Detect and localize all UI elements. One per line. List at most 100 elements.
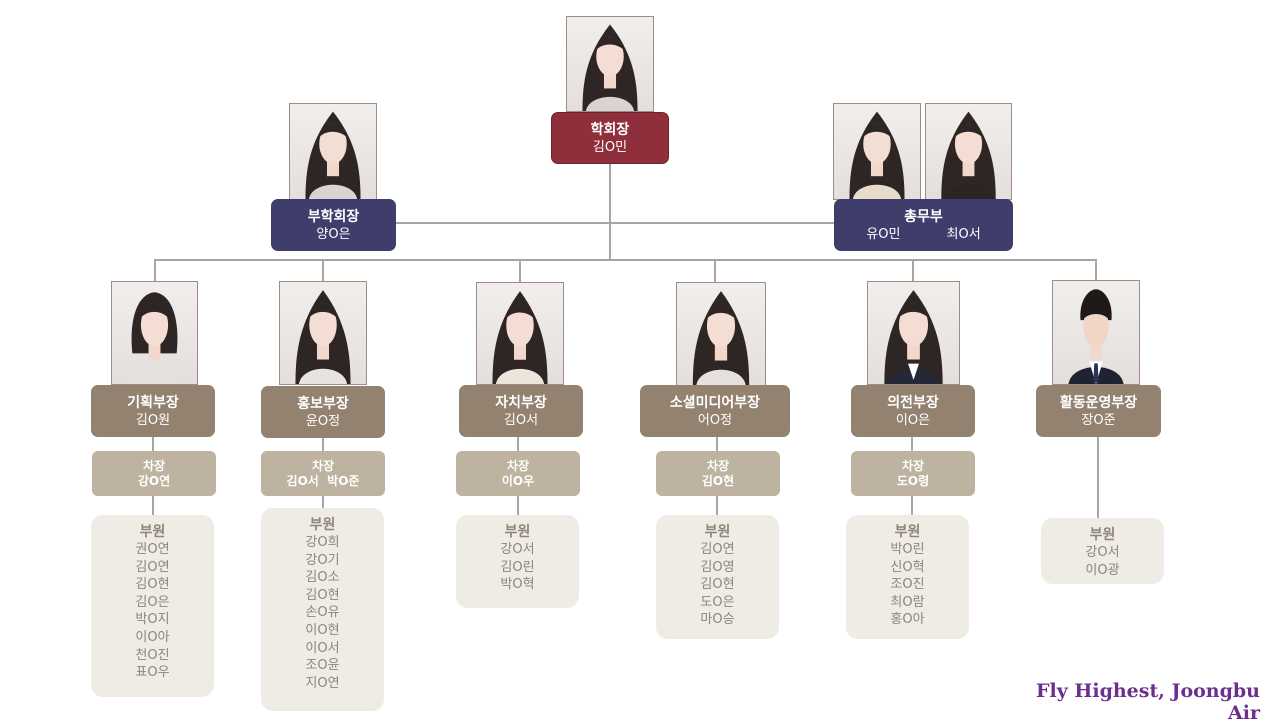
- connector-col6-members: [1097, 437, 1099, 518]
- dept-head-name: 이O은: [895, 412, 931, 428]
- members-box-5: 부원 박O린 신O혁 조O진 최O람 홍O아: [846, 515, 969, 639]
- member-name: 신O혁: [890, 559, 925, 575]
- vice-head-box-1: 차장 강O연: [92, 451, 216, 496]
- connector-col1-vice: [152, 436, 154, 452]
- person-portrait-icon: [941, 111, 996, 199]
- member-name: 이O아: [135, 629, 170, 645]
- connector-col2-vice: [322, 437, 324, 452]
- members-title: 부원: [704, 524, 731, 540]
- vice-head-title: 차장: [311, 458, 335, 473]
- connector-dept-1: [154, 259, 156, 281]
- member-name: 도O은: [700, 594, 735, 610]
- members-box-1: 부원 권O연 김O연 김O현 김O은 박O지 이O아 천O진 표O우: [91, 515, 214, 697]
- vice-head-title: 차장: [142, 458, 166, 473]
- member-name: 김O영: [700, 559, 735, 575]
- portrait-photo-dept-5: [867, 281, 960, 385]
- vice-head-name: 강O연: [137, 473, 171, 488]
- member-name: 손O유: [305, 605, 340, 621]
- vice-head-name: 김O현: [701, 473, 735, 488]
- connector-president-down: [609, 163, 611, 260]
- connector-col4-vice: [716, 436, 718, 451]
- person-portrait-icon: [582, 24, 638, 111]
- dept-head-box-2: 홍보부장 윤O정: [261, 386, 385, 438]
- member-name: 김O연: [700, 542, 735, 557]
- members-box-4: 부원 김O연 김O영 김O현 도O은 마O승: [656, 515, 779, 639]
- connector-dept-4: [714, 259, 716, 282]
- member-name: 지O연: [305, 675, 340, 691]
- president-name: 김O민: [592, 139, 628, 155]
- member-name: 김O린: [500, 559, 535, 575]
- member-name: 천O진: [135, 647, 170, 663]
- vice-president-name: 양O은: [316, 226, 351, 242]
- dept-title: 홍보부장: [297, 395, 349, 412]
- member-name: 김O현: [305, 587, 340, 603]
- connector-dept-3: [519, 259, 521, 282]
- vice-president-title: 부학회장: [307, 208, 360, 225]
- member-name: 강O기: [305, 552, 340, 568]
- dept-head-box-4: 소셜미디어부장 어O정: [640, 385, 790, 437]
- dept-title: 활동운영부장: [1059, 394, 1138, 411]
- member-name: 김O은: [135, 594, 170, 610]
- vice-head-name: 김O서 박O준: [286, 473, 360, 488]
- member-name: 조O진: [890, 577, 925, 593]
- connector-col5-vice: [911, 436, 913, 451]
- member-name: 이O서: [305, 640, 340, 656]
- vice-head-title: 차장: [506, 458, 530, 473]
- person-portrait-icon: [295, 290, 351, 384]
- member-name: 권O연: [135, 542, 170, 557]
- member-name: 강O서: [1085, 545, 1120, 560]
- connector-col5-members: [911, 495, 913, 515]
- vice-head-title: 차장: [901, 458, 925, 473]
- members-title: 부원: [309, 517, 336, 533]
- member-name: 이O광: [1085, 562, 1120, 578]
- person-portrait-icon: [1068, 289, 1124, 384]
- member-name: 박O지: [135, 612, 170, 628]
- portrait-photo-dept-4: [676, 282, 766, 386]
- members-title: 부원: [894, 524, 921, 540]
- person-portrait-icon: [849, 111, 905, 199]
- connector-col3-vice: [517, 436, 519, 451]
- dept-head-box-3: 자치부장 김O서: [459, 385, 583, 437]
- member-name: 박O혁: [500, 577, 535, 593]
- person-portrait-icon: [130, 292, 179, 384]
- president-title: 학회장: [590, 121, 630, 138]
- portrait-photo-vice-president: [289, 103, 377, 200]
- member-name: 최O람: [890, 594, 925, 610]
- person-portrait-icon: [305, 111, 361, 199]
- portrait-photo-dept-2: [279, 281, 367, 385]
- member-name: 김O현: [700, 577, 735, 593]
- member-name: 박O린: [890, 542, 925, 557]
- members-box-6: 부원 강O서 이O광: [1041, 518, 1164, 584]
- slogan-text: Fly Highest, Joongbu Air: [1036, 680, 1260, 724]
- vice-head-name: 도O령: [896, 473, 930, 488]
- dept-title: 소셜미디어부장: [669, 394, 761, 411]
- portrait-photo-dept-3: [476, 282, 564, 385]
- connector-dept-2: [322, 259, 324, 281]
- member-name: 마O승: [700, 612, 735, 628]
- dept-head-name: 김O원: [135, 412, 171, 428]
- person-portrait-icon: [692, 291, 750, 385]
- portrait-photo-dept-1: [111, 281, 198, 385]
- member-name: 김O소: [305, 570, 340, 586]
- connector-dept-5: [912, 259, 914, 281]
- vice-head-box-2: 차장 김O서 박O준: [261, 451, 385, 496]
- dept-title: 자치부장: [495, 394, 547, 411]
- members-title: 부원: [1089, 527, 1116, 543]
- member-name: 김O연: [135, 559, 170, 575]
- member-name: 홍O아: [890, 612, 925, 628]
- vice-head-box-3: 차장 이O우: [456, 451, 580, 496]
- portrait-photo-general-affairs-1: [833, 103, 921, 200]
- dept-head-name: 장O준: [1081, 412, 1116, 428]
- connector-officers: [395, 222, 835, 224]
- member-name: 강O희: [305, 535, 340, 550]
- portrait-photo-president: [566, 16, 654, 112]
- president-box: 학회장 김O민: [551, 112, 669, 164]
- dept-head-name: 윤O정: [305, 413, 341, 429]
- dept-head-box-6: 활동운영부장 장O준: [1036, 385, 1161, 437]
- person-portrait-icon: [492, 291, 548, 384]
- member-name: 표O우: [135, 665, 170, 681]
- portrait-photo-dept-6: [1052, 280, 1140, 385]
- vice-head-box-5: 차장 도O령: [851, 451, 975, 496]
- general-affairs-box: 총무부 유O민 최O서: [834, 199, 1013, 251]
- portrait-photo-general-affairs-2: [925, 103, 1012, 200]
